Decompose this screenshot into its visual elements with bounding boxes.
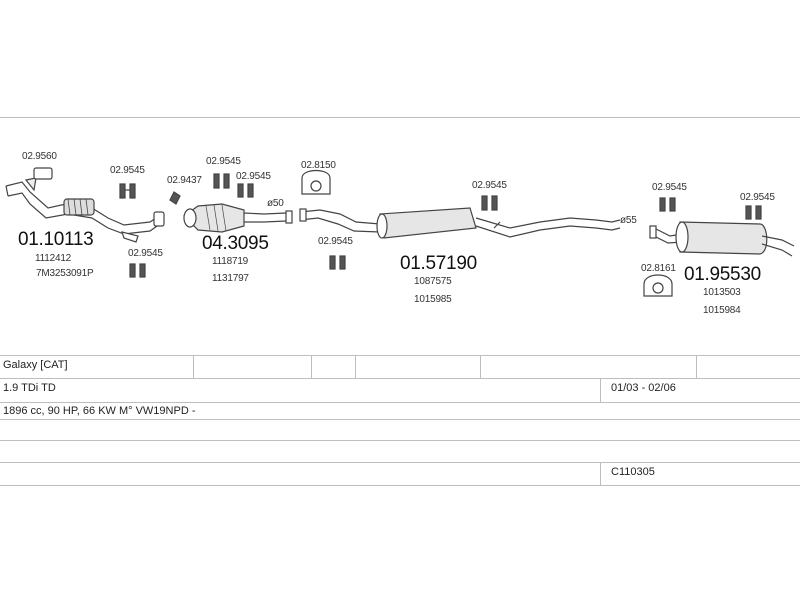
table-cell-engine: 1.9 TDi TD [3, 382, 56, 394]
hardware-label-h1: 02.9560 [22, 151, 57, 162]
hardware-label-h12: 02.8161 [641, 263, 676, 274]
bracket-shape [121, 231, 139, 243]
part-ref-middle-silencer-1: 1087575 [414, 276, 452, 287]
front-pipe-drawing [5, 177, 165, 235]
table-row-line-1 [0, 355, 800, 356]
part-ref-front-pipe-1: 1112412 [35, 253, 72, 264]
part-number-catalyst: 04.3095 [202, 233, 269, 254]
hanger-h10-shape [659, 197, 676, 212]
hardware-label-h9: 02.9545 [472, 180, 507, 191]
hanger-h4-shape [169, 191, 181, 205]
table-col-sep-5 [696, 355, 697, 378]
hardware-label-h10: 02.9545 [652, 182, 687, 193]
table-col-sep-1 [193, 355, 194, 378]
part-number-front-pipe: 01.10113 [18, 229, 94, 250]
part-number-rear-silencer: 01.95530 [684, 264, 761, 285]
part-ref-rear-silencer-1: 1013503 [703, 287, 741, 298]
diameter-label-55: ø55 [620, 215, 637, 226]
hardware-label-h5: 02.9545 [206, 156, 241, 167]
table-cell-model: Galaxy [CAT] [3, 359, 68, 371]
table-col-sep-7 [600, 462, 601, 485]
clamp-h7-shape [301, 169, 331, 195]
hardware-label-h8: 02.9545 [318, 236, 353, 247]
table-row-line-5 [0, 440, 800, 441]
table-cell-years: 01/03 - 02/06 [611, 382, 676, 394]
part-ref-catalyst-2: 1131797 [212, 273, 249, 284]
table-row-line-4 [0, 419, 800, 420]
clamp-h12-shape [643, 274, 673, 297]
table-row-line-6 [0, 462, 800, 463]
hanger-h2-shape [119, 183, 136, 199]
table-row-line-7 [0, 485, 800, 486]
hardware-label-h7: 02.8150 [301, 160, 336, 171]
table-col-sep-4 [480, 355, 481, 378]
part-ref-middle-silencer-2: 1015985 [414, 294, 452, 305]
hanger-h11-shape [745, 205, 762, 220]
table-cell-spec: 1896 cc, 90 HP, 66 KW M° VW19NPD - [3, 405, 196, 417]
catalyst-drawing [183, 203, 293, 233]
middle-section-drawing [299, 207, 621, 239]
hanger-h1-shape [33, 167, 53, 180]
part-ref-front-pipe-2: 7M3253091P [36, 268, 94, 279]
hardware-label-h3: 02.9545 [128, 248, 163, 259]
hanger-h8-shape [329, 255, 346, 270]
diameter-label-50: ø50 [267, 198, 284, 209]
hardware-label-h2: 02.9545 [110, 165, 145, 176]
diagram-top-border [0, 117, 800, 118]
table-row-line-3 [0, 402, 800, 403]
hardware-label-h6: 02.9545 [236, 171, 271, 182]
rear-silencer-drawing [649, 221, 795, 257]
hanger-h5-shape [213, 173, 230, 189]
part-ref-rear-silencer-2: 1015984 [703, 305, 741, 316]
part-ref-catalyst-1: 1118719 [212, 256, 249, 267]
hardware-label-h4: 02.9437 [167, 175, 202, 186]
part-number-middle-silencer: 01.57190 [400, 253, 477, 274]
table-row-line-2 [0, 378, 800, 379]
table-col-sep-2 [311, 355, 312, 378]
hanger-h6-shape [237, 183, 254, 198]
table-col-sep-6 [600, 378, 601, 402]
hanger-h9-shape [481, 195, 498, 211]
table-cell-code: C110305 [611, 466, 655, 478]
hardware-label-h11: 02.9545 [740, 192, 775, 203]
hanger-h3-shape [129, 263, 146, 278]
table-col-sep-3 [355, 355, 356, 378]
